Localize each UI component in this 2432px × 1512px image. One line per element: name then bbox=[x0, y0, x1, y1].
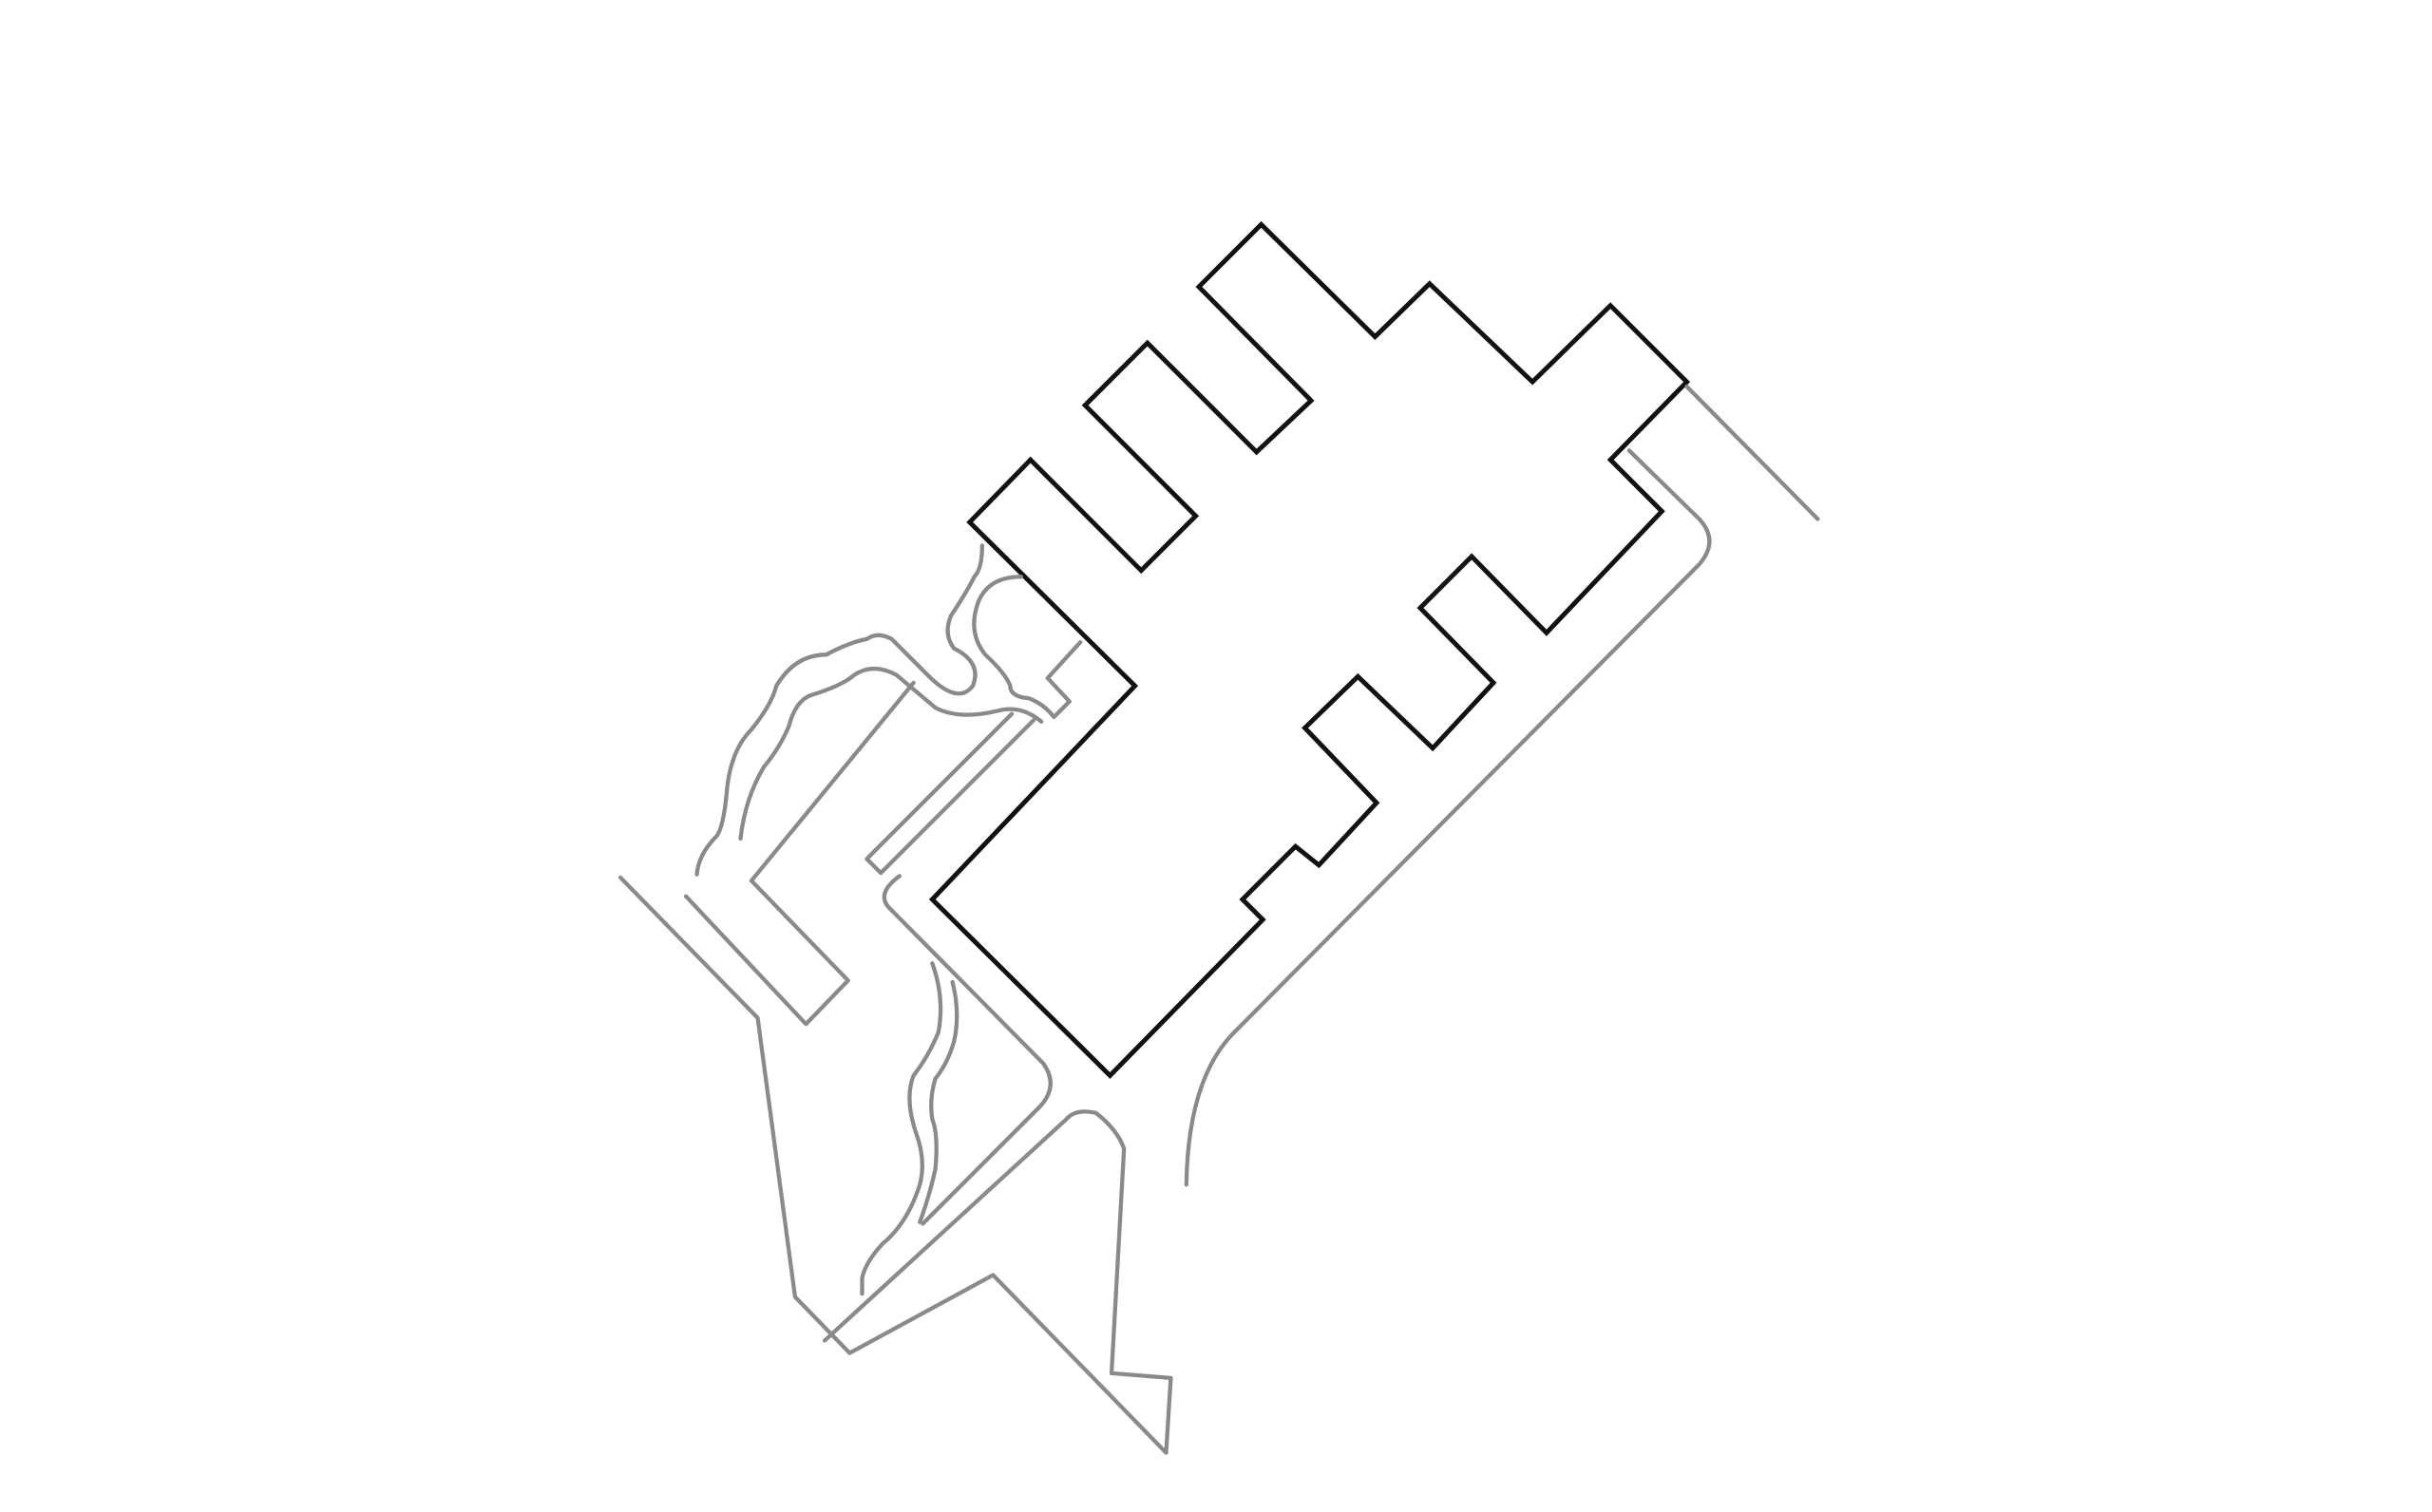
winding-loop bbox=[972, 575, 1083, 720]
path-parallel-east bbox=[865, 711, 1015, 860]
site-boundary-west bbox=[618, 875, 1173, 1455]
path-parallel-west bbox=[864, 718, 1036, 876]
drive-edge-west bbox=[882, 874, 1053, 1226]
road-edge-inner bbox=[1184, 448, 1712, 1187]
building-outline bbox=[928, 220, 1691, 1079]
drive-creek-east bbox=[918, 979, 960, 1224]
road-edge-east bbox=[1684, 384, 1820, 521]
site-linework bbox=[618, 384, 1820, 1455]
winding-path-north bbox=[694, 543, 984, 877]
building-footprint bbox=[928, 220, 1691, 1079]
winding-path-south bbox=[738, 666, 1044, 841]
drive-creek bbox=[860, 961, 943, 1296]
path-stub-west bbox=[683, 680, 916, 1027]
